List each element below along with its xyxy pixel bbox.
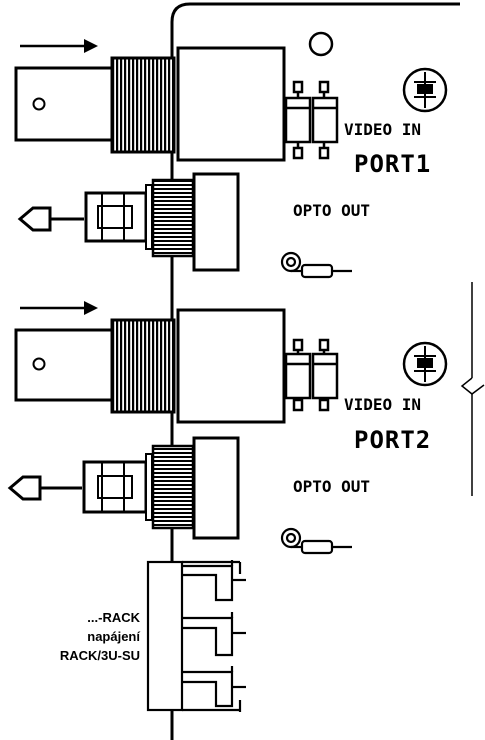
capacitor-icon [402, 341, 448, 387]
right-divider [460, 282, 485, 496]
video-in-arrow-icon [20, 301, 98, 315]
bnc-connector [14, 46, 286, 162]
port-label: PORT2 [354, 426, 431, 454]
port-label: PORT1 [354, 150, 431, 178]
opto-out-arrow-icon [17, 206, 84, 232]
video-in-arrow-icon [20, 39, 98, 53]
panel-outline [170, 2, 460, 740]
video-in-label: VIDEO IN [344, 395, 421, 414]
opto-out-label: OPTO OUT [293, 201, 370, 220]
opto-out-label: OPTO OUT [293, 477, 370, 496]
led-icon [280, 527, 352, 555]
capacitor-icon [402, 67, 448, 113]
opto-out-arrow-icon [7, 475, 82, 501]
board-component [284, 338, 339, 412]
opto-connector [82, 436, 240, 540]
power-note: ...-RACK napájení RACK/3U-SU [60, 610, 141, 663]
power-terminal-block [146, 560, 246, 712]
bnc-connector [14, 308, 286, 424]
port1-group: VIDEO IN PORT1 OPTO OUT [14, 39, 448, 279]
led-icon [280, 251, 352, 279]
power-note-line-1: ...-RACK [87, 610, 140, 625]
power-note-line-2: napájení [87, 629, 140, 644]
board-component [284, 80, 339, 160]
power-note-line-3: RACK/3U-SU [60, 648, 140, 663]
opto-connector [84, 172, 240, 272]
mounting-hole [308, 31, 334, 57]
port2-group: VIDEO IN PORT2 OPTO OUT [7, 301, 448, 555]
video-in-label: VIDEO IN [344, 120, 421, 139]
